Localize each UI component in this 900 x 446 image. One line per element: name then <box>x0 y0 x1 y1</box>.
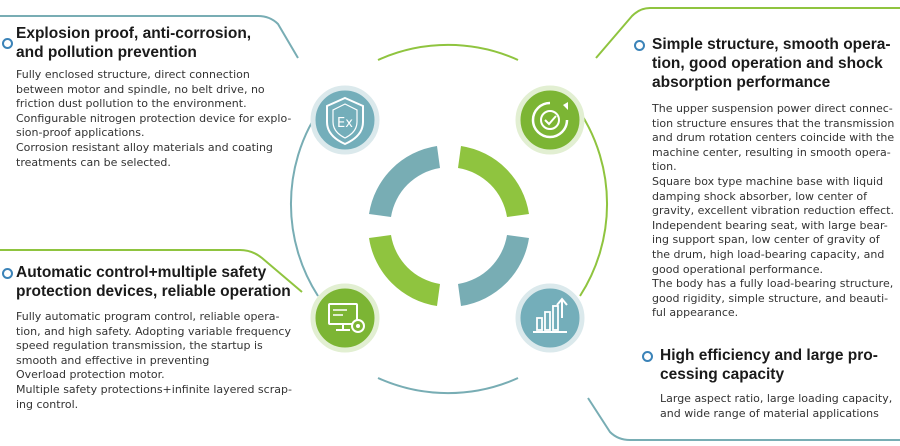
connector-bottom-right <box>587 397 900 441</box>
body-line: damping shock absorber, low center of <box>652 189 868 203</box>
section-explosion-proof: Explosion proof, anti-corrosion, and pol… <box>2 24 293 170</box>
bullet-icon <box>642 351 653 362</box>
center-ring <box>369 146 529 306</box>
body-line: Overload protection motor. <box>16 368 165 382</box>
section-body: Fully enclosed structure, direct connect… <box>16 68 293 170</box>
ring-segment-bottom-left <box>369 235 440 306</box>
monitor-gear-icon <box>310 283 380 353</box>
outer-arc-bottom <box>377 377 519 395</box>
bullet-icon <box>2 38 13 49</box>
outer-arc-right <box>579 111 609 297</box>
body-line: Configurable nitrogen protection device … <box>16 111 292 125</box>
body-line: friction dust pollution to the environme… <box>16 97 247 111</box>
body-line: speed regulation transmission, the start… <box>16 339 263 353</box>
body-line: treatments can be selected. <box>16 155 171 169</box>
body-line: the drum, high load-bearing capacity, an… <box>652 247 885 261</box>
body-line: ful appearance. <box>652 306 739 320</box>
body-line: Large aspect ratio, large loading capaci… <box>660 392 893 405</box>
body-line: ing support span, low center of gravity … <box>652 233 880 247</box>
body-line: tion. <box>652 160 677 174</box>
rotation-check-icon <box>515 85 585 155</box>
body-line: gravity, excellent vibration reduction e… <box>652 204 894 218</box>
body-line: machine center, resulting in smooth oper… <box>652 145 891 159</box>
body-line: The upper suspension power direct connec… <box>652 102 893 115</box>
ring-segment-top-right <box>458 146 529 217</box>
connector-bottom-left <box>0 249 303 293</box>
body-line: ing control. <box>16 397 79 411</box>
connector-top-right <box>595 7 900 59</box>
ring-segment-bottom-right <box>458 235 529 306</box>
body-line: good operational performance. <box>652 262 823 276</box>
section-body: The upper suspension power direct connec… <box>652 102 898 321</box>
growth-chart-icon <box>515 283 585 353</box>
body-line: Corrosion resistant alloy materials and … <box>16 140 273 154</box>
body-line: Fully automatic program control, reliabl… <box>16 310 280 323</box>
explosion-proof-shield-icon: Ex <box>310 85 380 155</box>
section-title: Explosion proof, anti-corrosion, and pol… <box>16 25 252 61</box>
body-line: Multiple safety protections+infinite lay… <box>16 382 292 396</box>
body-line: The body has a fully load-bearing struct… <box>652 277 894 291</box>
bullet-icon <box>2 268 13 279</box>
section-high-efficiency: High efficiency and large pro- cessing c… <box>642 346 898 421</box>
section-title: High efficiency and large pro- cessing c… <box>660 347 878 383</box>
body-line: tion structure ensures that the transmis… <box>652 116 895 130</box>
body-line: good rigidity, simple structure, and bea… <box>652 291 889 305</box>
body-line: and wide range of material applications <box>660 406 879 420</box>
body-line: Independent bearing seat, with large bea… <box>652 218 888 232</box>
body-line: and drum rotation centers coincide with … <box>652 131 895 145</box>
section-title: Simple structure, smooth opera- tion, go… <box>652 36 891 91</box>
body-line: smooth and effective in preventing <box>16 353 210 367</box>
body-line: tion, and high safety. Adopting variable… <box>16 324 291 338</box>
ring-segment-top-left <box>369 146 440 217</box>
section-automatic-control: Automatic control+multiple safety protec… <box>2 263 308 412</box>
section-body: Large aspect ratio, large loading capaci… <box>660 392 898 421</box>
outer-arc-top <box>377 43 519 61</box>
section-simple-structure: Simple structure, smooth opera- tion, go… <box>634 35 898 321</box>
body-line: Fully enclosed structure, direct connect… <box>16 68 250 81</box>
section-body: Fully automatic program control, reliabl… <box>16 310 308 412</box>
body-line: Square box type machine base with liquid <box>652 174 884 188</box>
connector-top-left <box>0 15 299 59</box>
outer-arc-left <box>289 111 319 297</box>
bullet-icon <box>634 40 645 51</box>
svg-text:Ex: Ex <box>337 116 353 131</box>
body-line: between motor and spindle, no belt drive… <box>16 82 265 96</box>
body-line: sion-proof applications. <box>16 126 145 140</box>
section-title: Automatic control+multiple safety protec… <box>16 264 291 300</box>
